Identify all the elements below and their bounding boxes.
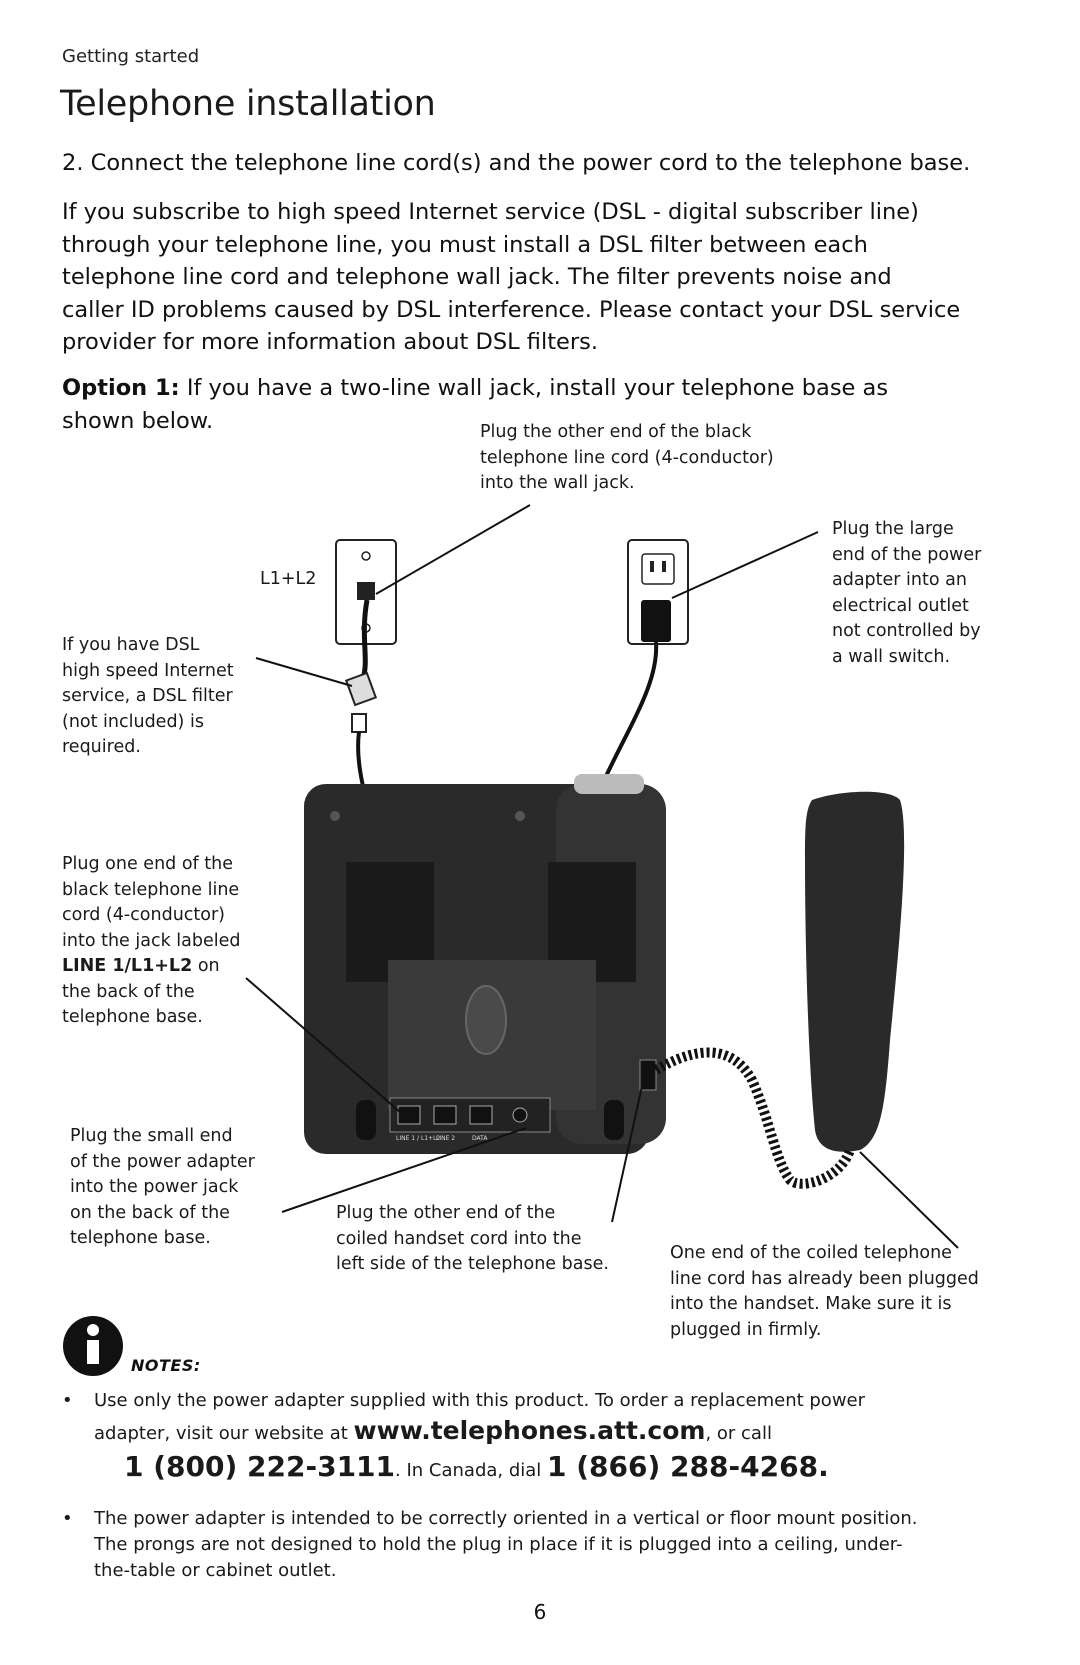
jack-label-line2: LINE 2 (436, 1135, 455, 1142)
callout-dsl: If you have DSL high speed Internet serv… (62, 635, 234, 757)
note-bullet-1: • Use only the power adapter supplied wi… (62, 1390, 1022, 1490)
info-icon (63, 1316, 123, 1376)
option-text-2: shown below. (62, 407, 214, 434)
telephone-base: LINE 1 / L1+L2 LINE 2 DATA (304, 774, 666, 1154)
note-1-line-2: adapter, visit our website at www.teleph… (94, 1416, 772, 1445)
note-bullet-2: • The power adapter is intended to be co… (62, 1508, 918, 1581)
step-instruction: 2. Connect the telephone line cord(s) an… (62, 150, 971, 176)
dsl-filter (344, 671, 378, 707)
callout-handset: One end of the coiled telephone line cor… (670, 1243, 979, 1340)
page-title: Telephone installation (60, 84, 436, 124)
dsl-line: provider for more information about DSL … (62, 329, 599, 356)
dsl-line: telephone line cord and telephone wall j… (62, 264, 892, 291)
jack-label-data: DATA (472, 1135, 488, 1142)
section-label: Getting started (62, 46, 200, 67)
bullet-icon: • (62, 1508, 73, 1529)
phone-number-us: 1 (800) 222-3111 (124, 1450, 396, 1483)
website-link[interactable]: www.telephones.att.com (353, 1416, 706, 1445)
callout-line-jack: Plug one end of the black telephone line… (62, 854, 241, 1027)
note-1-line-1: Use only the power adapter supplied with… (94, 1390, 866, 1411)
dsl-paragraph: If you subscribe to high speed Internet … (62, 196, 1022, 359)
jack-label-line1: LINE 1 / L1+L2 (396, 1135, 440, 1142)
callout-outlet: Plug the large end of the power adapter … (832, 519, 982, 667)
option-label: Option 1: (62, 375, 180, 401)
dsl-line: If you subscribe to high speed Internet … (62, 199, 919, 225)
dsl-line: through your telephone line, you must in… (62, 231, 868, 258)
phone-number-canada: 1 (866) 288-4268 (547, 1450, 819, 1483)
note-1-line-3: 1 (800) 222-3111. In Canada, dial 1 (866… (124, 1450, 829, 1483)
option-text: If you have a two-line wall jack, instal… (179, 375, 889, 401)
page-number: 6 (533, 1600, 547, 1624)
notes-label: NOTES: (131, 1356, 201, 1375)
jack-label: L1+L2 (260, 569, 317, 589)
electrical-outlet (627, 539, 689, 645)
callout-power-jack: Plug the small end of the power adapter … (70, 1126, 255, 1248)
dsl-line: caller ID problems caused by DSL interfe… (62, 296, 961, 323)
handset (805, 791, 905, 1152)
bullet-icon: • (62, 1390, 73, 1411)
callout-handset-cord: Plug the other end of the coiled handset… (336, 1203, 609, 1274)
option-1: Option 1: If you have a two-line wall ja… (62, 372, 1022, 437)
callout-wall-jack: Plug the other end of the black telephon… (480, 422, 774, 493)
